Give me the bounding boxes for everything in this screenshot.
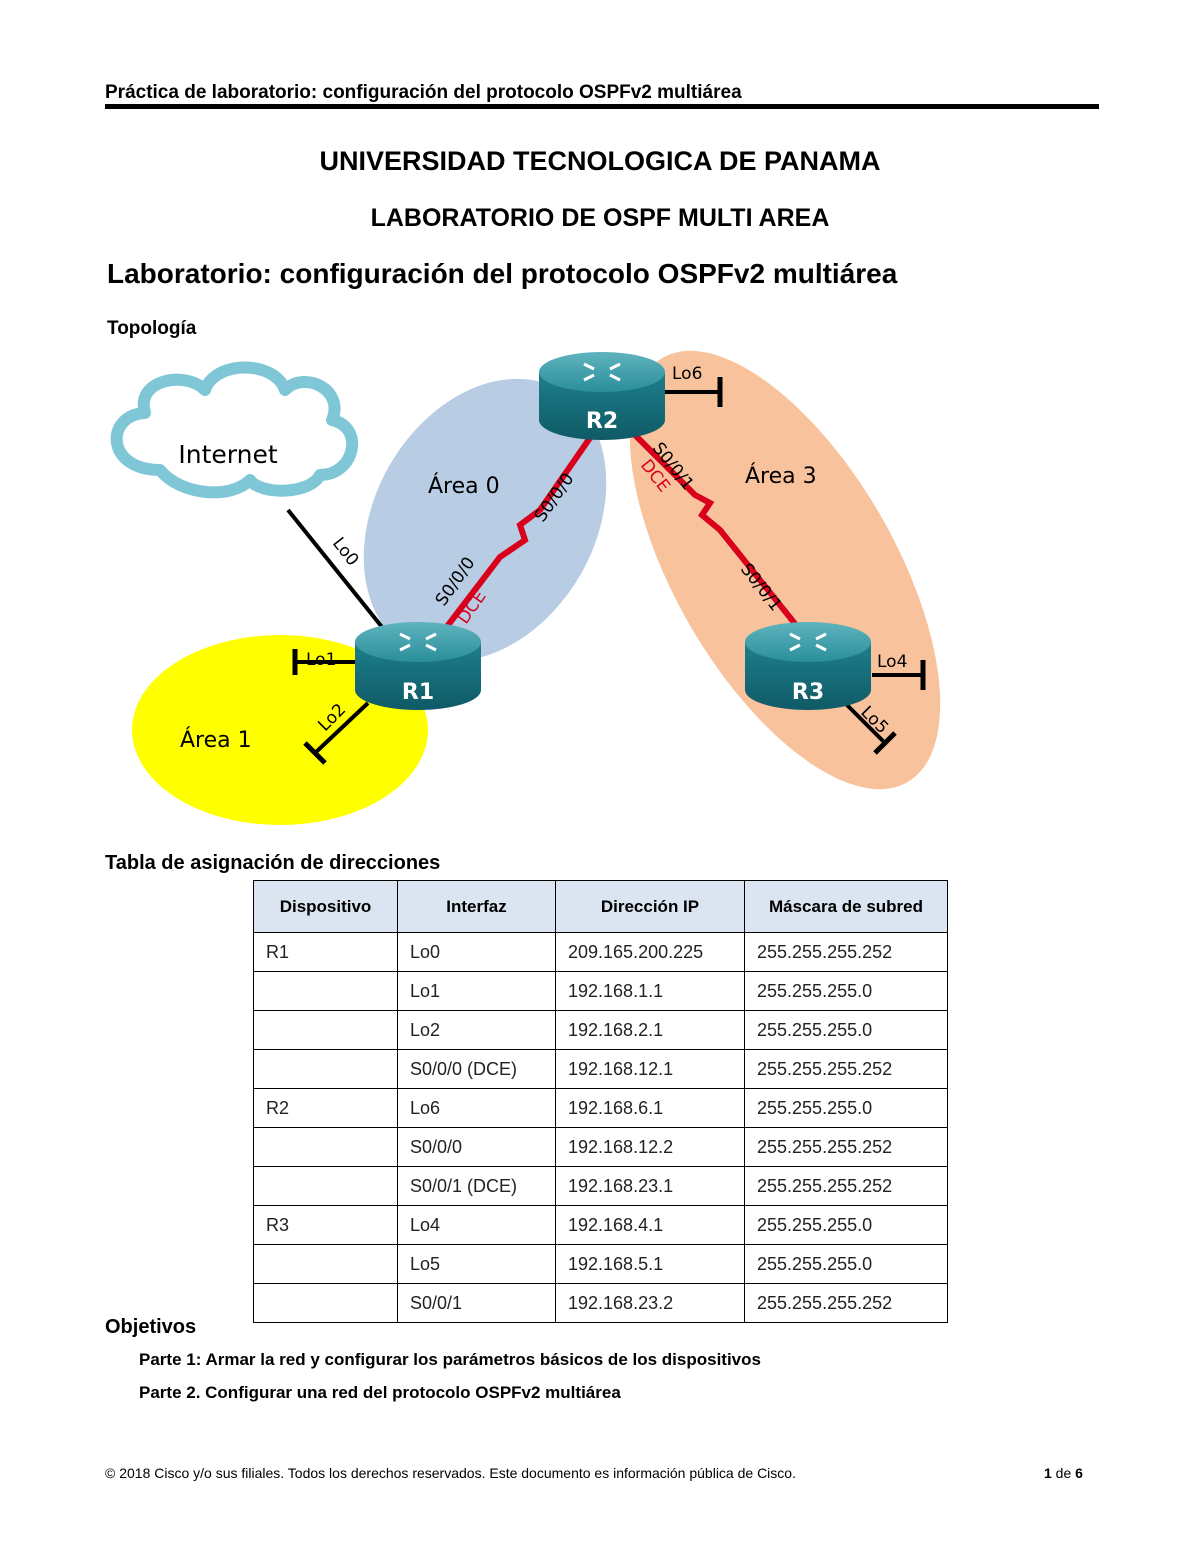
column-header: Dirección IP: [555, 880, 745, 933]
label-area-1: Área 1: [180, 727, 252, 753]
table-cell: R1: [253, 932, 398, 972]
table-cell: 255.255.255.0: [744, 1205, 948, 1245]
title-lab: LABORATORIO DE OSPF MULTI AREA: [370, 204, 830, 232]
loopback-lo5-icon: [843, 701, 897, 755]
cloud-label: Internet: [178, 440, 277, 469]
link-internet-r1: [286, 508, 384, 629]
table-row: R3 Lo4 192.168.4.1 255.255.255.0: [253, 1205, 948, 1245]
table-cell: S0/0/0: [397, 1127, 556, 1167]
footer-copyright: © 2018 Cisco y/o sus filiales. Todos los…: [105, 1465, 796, 1481]
table-cell: 192.168.12.1: [555, 1049, 745, 1089]
topology-diagram: Internet Lo0 S0/0/0 DCE S0/0/0 S0/0/1 DC…: [110, 350, 941, 825]
loopback-lo6-icon: [662, 377, 723, 407]
table-cell: R2: [253, 1088, 398, 1128]
footer-page-number: 1 de 6: [1044, 1465, 1083, 1481]
serial-link-r2-r3: [627, 427, 803, 632]
table-row: S0/0/0 (DCE) 192.168.12.1 255.255.255.25…: [253, 1049, 948, 1089]
table-row: Lo1 192.168.1.1 255.255.255.0: [253, 971, 948, 1011]
area-0-region: [363, 378, 607, 662]
table-row: R2 Lo6 192.168.6.1 255.255.255.0: [253, 1088, 948, 1128]
section-topology-heading: Topología: [107, 318, 197, 339]
addressing-table: Dispositivo Interfaz Dirección IP Máscar…: [253, 880, 948, 1323]
table-header-row: Dispositivo Interfaz Dirección IP Máscar…: [253, 880, 948, 933]
table-cell: [253, 1244, 398, 1284]
table-cell: 192.168.5.1: [555, 1244, 745, 1284]
table-cell: [253, 1010, 398, 1050]
internet-cloud-icon: [110, 361, 359, 499]
column-header: Interfaz: [397, 880, 556, 933]
table-cell: 192.168.6.1: [555, 1088, 745, 1128]
serial-link-r1-r2: [439, 433, 595, 635]
table-cell: [253, 1283, 398, 1323]
table-cell: 192.168.12.2: [555, 1127, 745, 1167]
router-r3-icon: [745, 622, 871, 710]
page-total: 6: [1075, 1465, 1083, 1481]
label-lo6: Lo6: [672, 364, 702, 384]
area-1-region: [132, 635, 428, 825]
page-separator: de: [1051, 1465, 1076, 1481]
table-cell: 192.168.1.1: [555, 971, 745, 1011]
table-cell: 255.255.255.0: [744, 971, 948, 1011]
label-lo4: Lo4: [877, 652, 907, 672]
table-cell: 255.255.255.252: [744, 932, 948, 972]
table-row: S0/0/1 (DCE) 192.168.23.1 255.255.255.25…: [253, 1166, 948, 1206]
router-r3-label: R3: [792, 680, 824, 705]
table-cell: Lo5: [397, 1244, 556, 1284]
loopback-lo1-icon: [292, 649, 355, 675]
loopback-lo2-icon: [303, 701, 370, 765]
table-cell: S0/0/1: [397, 1283, 556, 1323]
table-cell: 192.168.23.2: [555, 1283, 745, 1323]
table-cell: [253, 1127, 398, 1167]
router-r2-icon: [539, 352, 665, 440]
label-area-0: Área 0: [428, 473, 500, 499]
table-cell: 255.255.255.252: [744, 1283, 948, 1323]
table-cell: Lo0: [397, 932, 556, 972]
table-cell: 255.255.255.0: [744, 1088, 948, 1128]
column-header: Máscara de subred: [744, 880, 948, 933]
header-rule: [105, 104, 1099, 109]
table-cell: Lo4: [397, 1205, 556, 1245]
table-cell: 192.168.2.1: [555, 1010, 745, 1050]
table-cell: 255.255.255.0: [744, 1010, 948, 1050]
table-row: Lo5 192.168.5.1 255.255.255.0: [253, 1244, 948, 1284]
table-cell: 209.165.200.225: [555, 932, 745, 972]
section-addressing-heading: Tabla de asignación de direcciones: [105, 852, 441, 874]
table-cell: 255.255.255.252: [744, 1166, 948, 1206]
table-row: Lo2 192.168.2.1 255.255.255.0: [253, 1010, 948, 1050]
table-cell: R3: [253, 1205, 398, 1245]
router-r1-label: R1: [402, 680, 434, 705]
table-cell: S0/0/0 (DCE): [397, 1049, 556, 1089]
title-university: UNIVERSIDAD TECNOLOGICA DE PANAMA: [319, 146, 881, 176]
table-cell: Lo6: [397, 1088, 556, 1128]
table-cell: 255.255.255.252: [744, 1127, 948, 1167]
loopback-lo4-icon: [872, 660, 926, 690]
table-cell: 255.255.255.252: [744, 1049, 948, 1089]
objective-part-1: Parte 1: Armar la red y configurar los p…: [139, 1350, 761, 1369]
objective-part-2: Parte 2. Configurar una red del protocol…: [139, 1383, 621, 1402]
table-cell: Lo1: [397, 971, 556, 1011]
running-header: Práctica de laboratorio: configuración d…: [105, 82, 742, 103]
table-cell: 192.168.23.1: [555, 1166, 745, 1206]
table-cell: [253, 971, 398, 1011]
router-r2-label: R2: [586, 409, 618, 434]
table-cell: Lo2: [397, 1010, 556, 1050]
table-row: R1 Lo0 209.165.200.225 255.255.255.252: [253, 932, 948, 972]
doc-title: Laboratorio: configuración del protocolo…: [107, 258, 898, 289]
table-cell: 255.255.255.0: [744, 1244, 948, 1284]
section-objectives-heading: Objetivos: [105, 1316, 197, 1338]
table-cell: S0/0/1 (DCE): [397, 1166, 556, 1206]
table-row: S0/0/0 192.168.12.2 255.255.255.252: [253, 1127, 948, 1167]
label-lo1: Lo1: [306, 650, 336, 670]
table-cell: [253, 1166, 398, 1206]
router-r1-icon: [355, 622, 481, 710]
table-row: S0/0/1 192.168.23.2 255.255.255.252: [253, 1283, 948, 1323]
table-cell: 192.168.4.1: [555, 1205, 745, 1245]
page-current: 1: [1044, 1465, 1052, 1481]
label-area-3: Área 3: [745, 463, 817, 489]
table-cell: [253, 1049, 398, 1089]
column-header: Dispositivo: [253, 880, 398, 933]
